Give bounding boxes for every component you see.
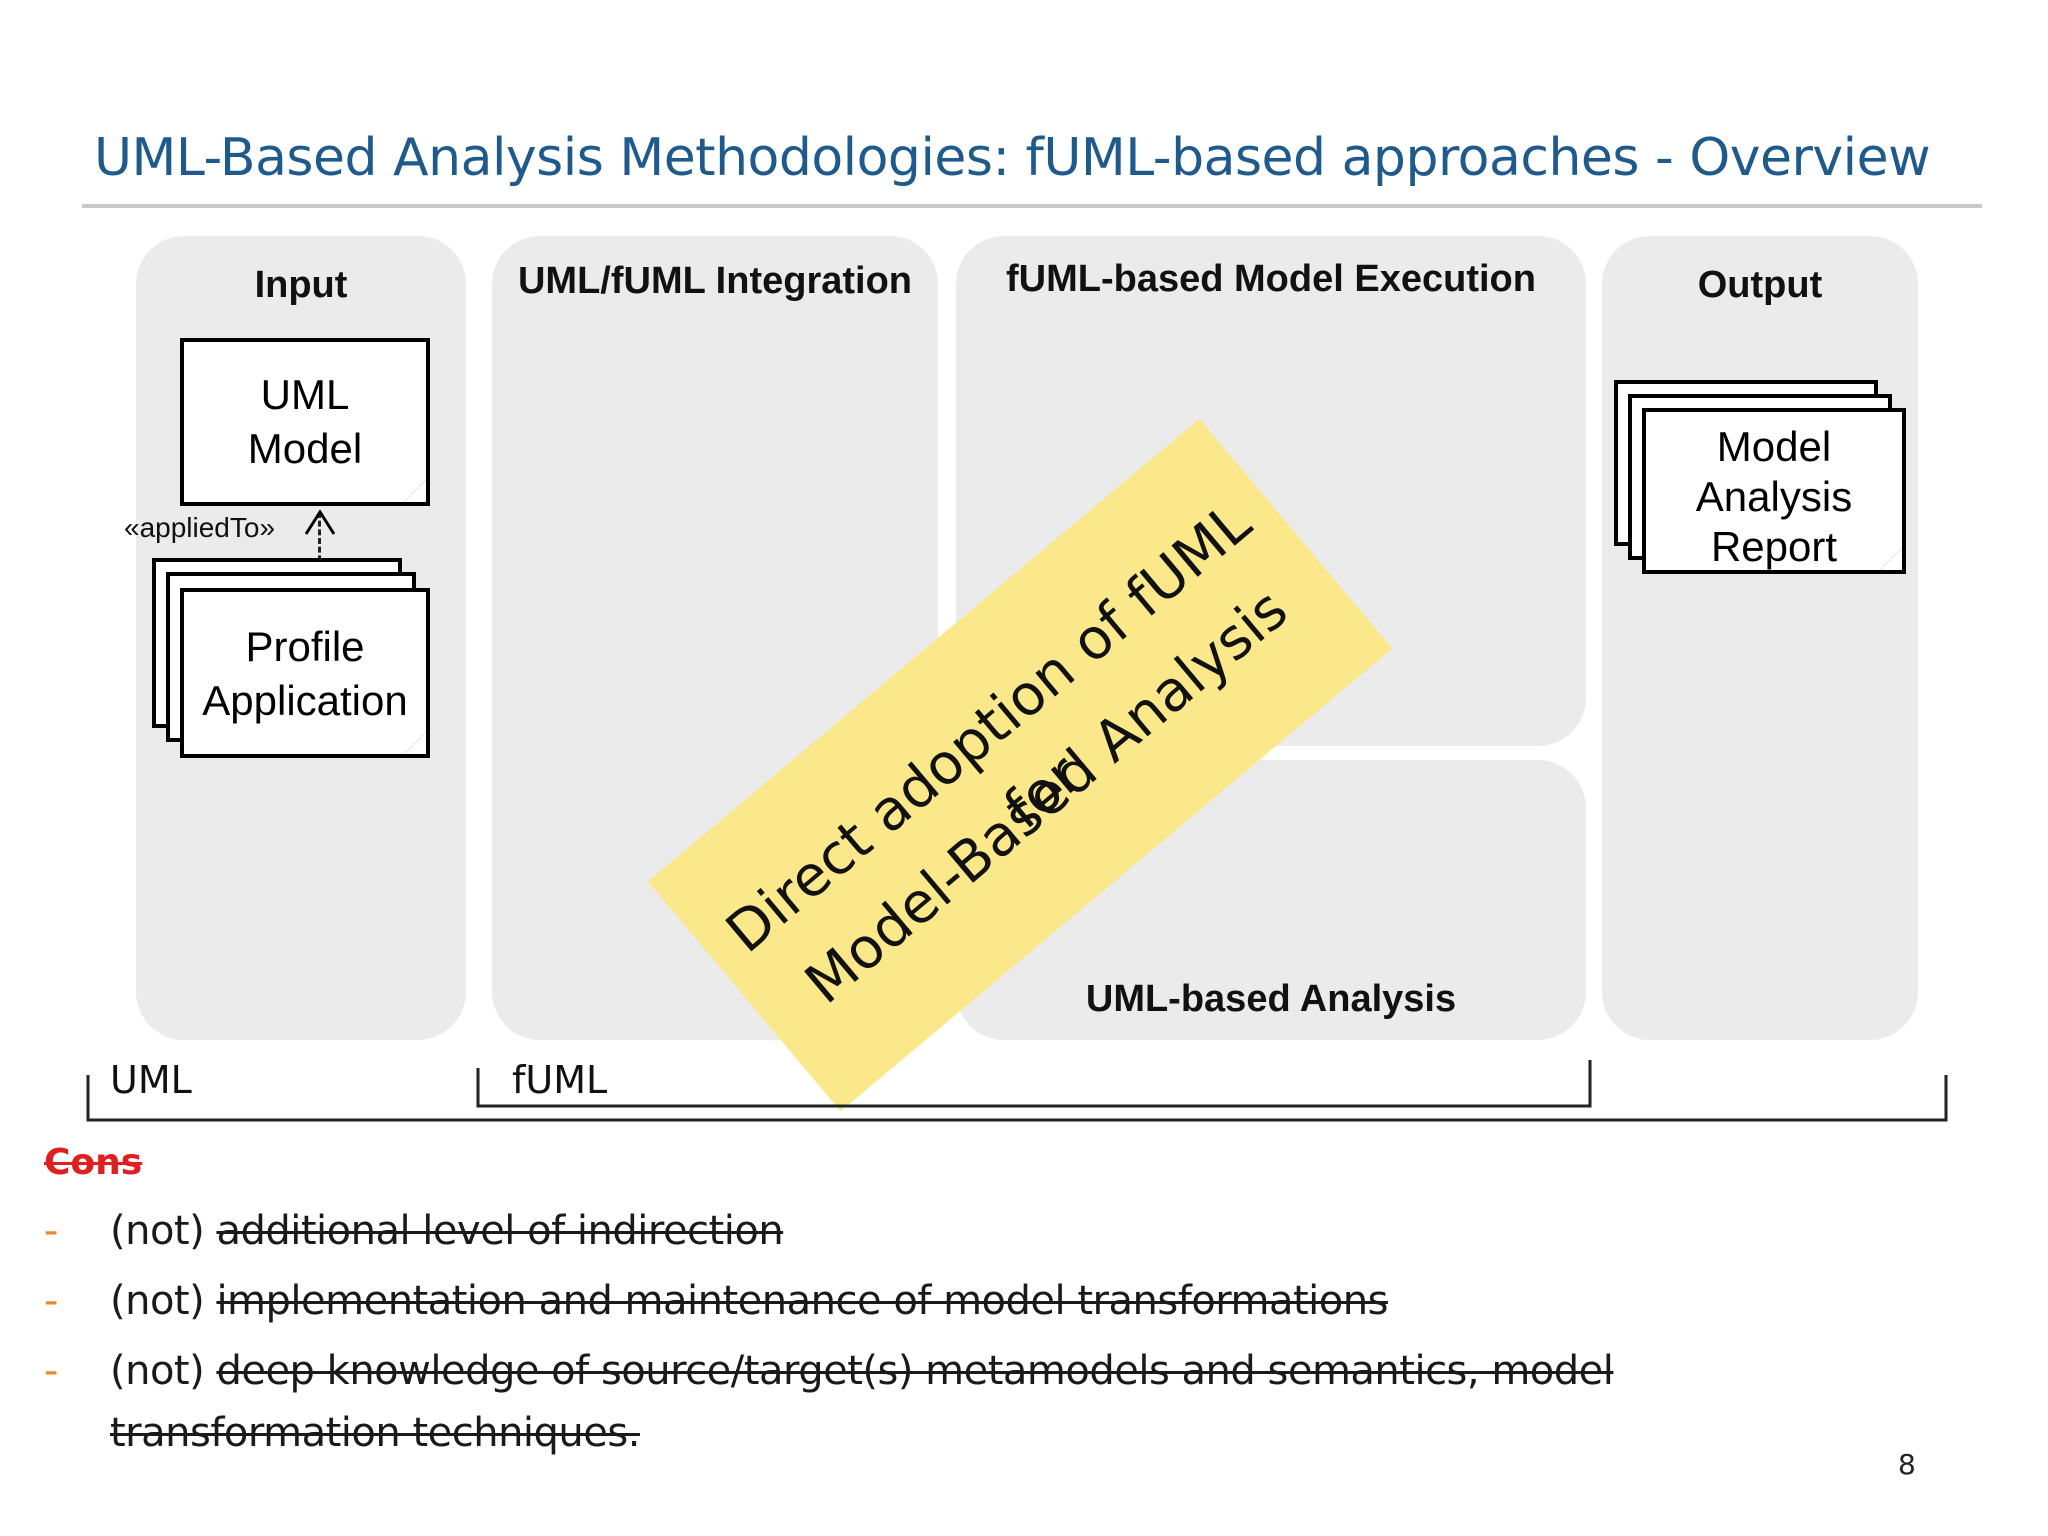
- cons-item-prefix: (not): [110, 1208, 217, 1254]
- cons-item-continuation-text: transformation techniques.: [110, 1410, 640, 1456]
- uml-model-document: UML Model: [180, 338, 430, 506]
- cons-item-1: (not) additional level of indirection: [110, 1208, 784, 1254]
- report-label-line2: Analysis: [1695, 473, 1853, 520]
- open-arrowhead-icon: [304, 509, 336, 535]
- cons-item-prefix: (not): [110, 1348, 217, 1394]
- model-analysis-report-document: Model Analysis Report: [1642, 408, 1906, 574]
- bullet-dash: -: [44, 1348, 59, 1394]
- applied-to-label: «appliedTo»: [124, 512, 276, 543]
- uml-bracket-label: UML: [110, 1058, 192, 1102]
- cons-item-prefix: (not): [110, 1278, 217, 1324]
- input-panel-title: Input: [254, 264, 348, 306]
- integration-panel-title: UML/fUML Integration: [517, 260, 913, 302]
- uml-model-label-line1: UML: [260, 371, 350, 418]
- applied-to-dependency-line: [318, 512, 321, 570]
- slide-title: UML-Based Analysis Methodologies: fUML-b…: [94, 128, 1931, 188]
- uml-model-label-line2: Model: [247, 425, 363, 472]
- execution-panel-title: fUML-based Model Execution: [1006, 258, 1536, 300]
- cons-item-text: implementation and maintenance of model …: [216, 1278, 1388, 1324]
- page-fold-inner: [1880, 548, 1902, 570]
- report-label-line1: Model: [1716, 423, 1832, 470]
- page-fold-inner: [404, 732, 426, 754]
- bullet-dash: -: [44, 1208, 59, 1254]
- cons-item-3-continuation: transformation techniques.: [110, 1410, 640, 1456]
- uml-bracket: [86, 1075, 1948, 1122]
- cons-item-text: additional level of indirection: [216, 1208, 784, 1254]
- profile-application-document: Profile Application: [180, 588, 430, 758]
- output-panel: Output: [1602, 236, 1918, 1040]
- analysis-panel-title: UML-based Analysis: [1085, 978, 1457, 1020]
- fuml-bracket: [476, 1060, 1592, 1108]
- profile-label-line1: Profile: [245, 623, 365, 670]
- fuml-bracket-label: fUML: [512, 1058, 608, 1102]
- cons-item-2: (not) implementation and maintenance of …: [110, 1278, 1388, 1324]
- cons-item-3: (not) deep knowledge of source/target(s)…: [110, 1348, 1614, 1394]
- title-divider: [82, 204, 1982, 208]
- bullet-dash: -: [44, 1278, 59, 1324]
- output-panel-title: Output: [1697, 264, 1823, 306]
- profile-label-line2: Application: [202, 677, 408, 724]
- cons-heading: Cons: [44, 1142, 143, 1183]
- page-fold-inner: [404, 480, 426, 502]
- report-label-line3: Report: [1710, 523, 1838, 570]
- cons-item-text: deep knowledge of source/target(s) metam…: [216, 1348, 1614, 1394]
- page-number: 8: [1898, 1448, 1916, 1481]
